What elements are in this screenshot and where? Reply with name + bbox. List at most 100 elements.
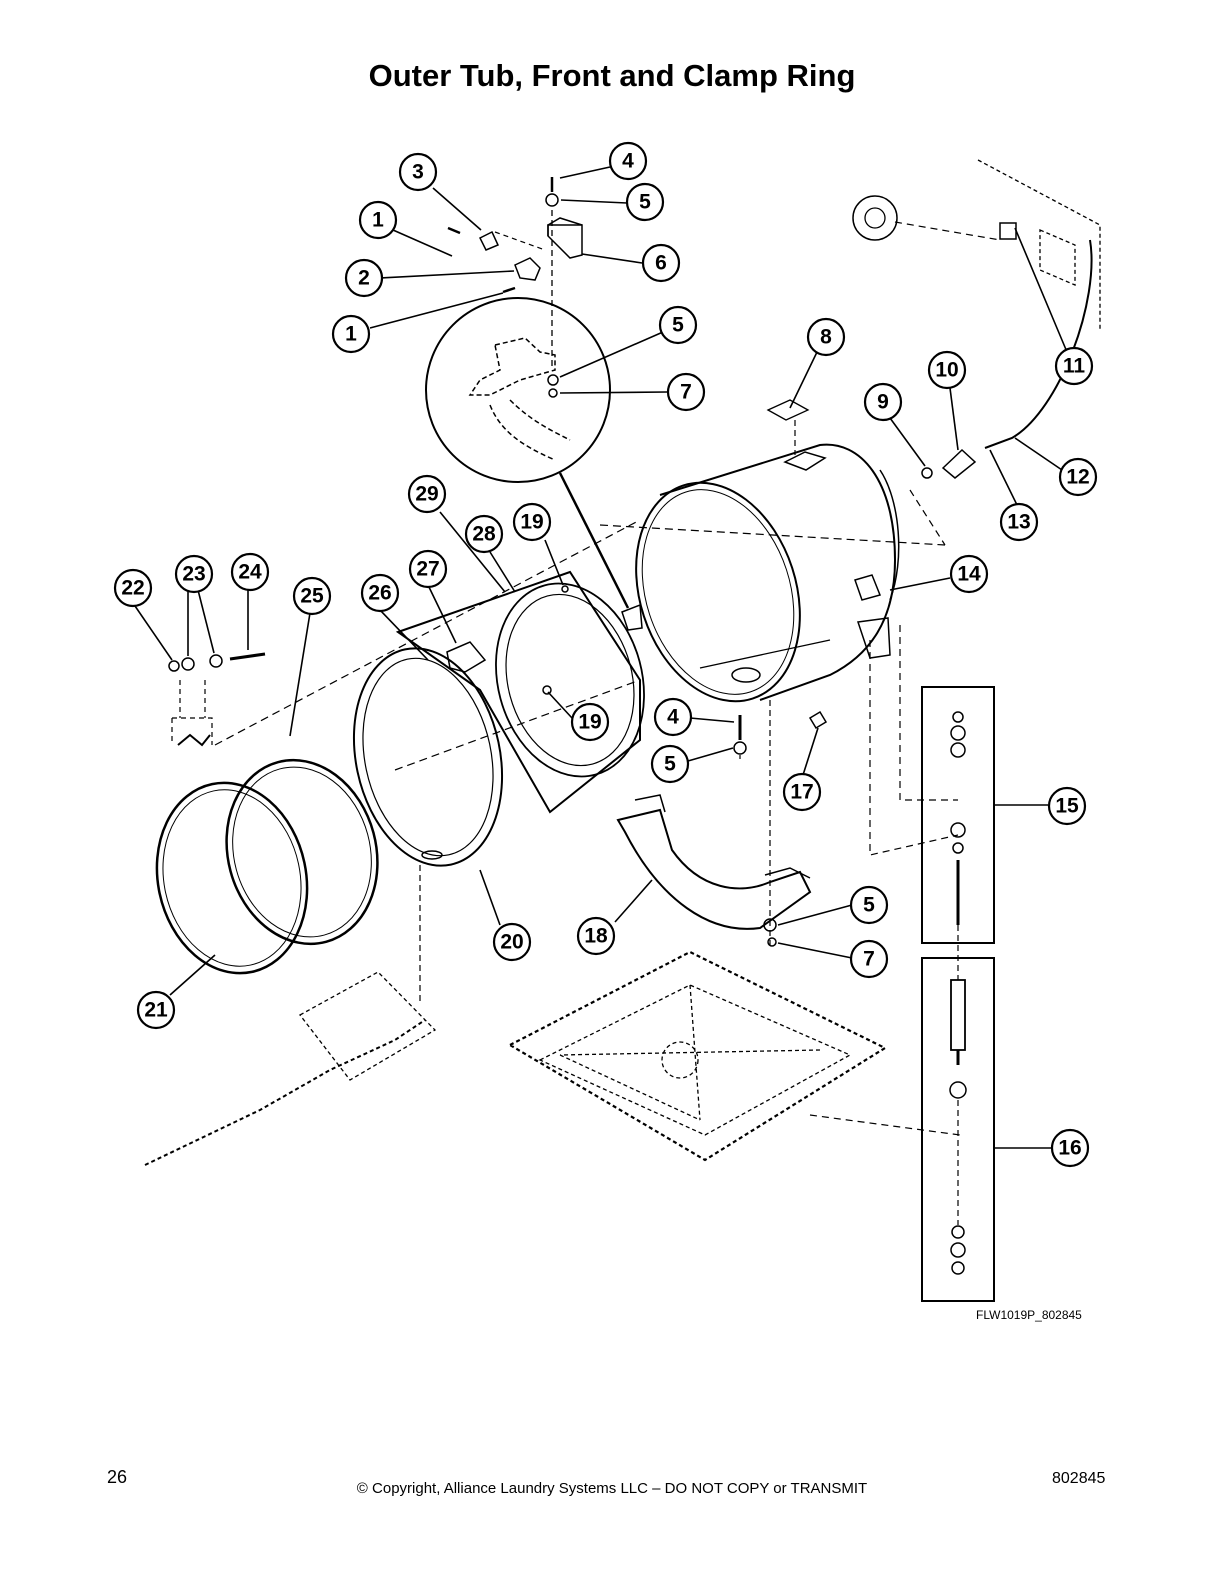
- callout-label: 28: [472, 523, 496, 546]
- kit-box-16: [921, 957, 995, 1302]
- callout-label: 4: [622, 150, 634, 173]
- callout-label: 27: [416, 558, 439, 581]
- callout-label: 19: [578, 711, 601, 734]
- callout-label: 5: [863, 894, 875, 917]
- part-drawings: [134, 159, 1101, 1302]
- figure-id: FLW1019P_802845: [976, 1308, 1082, 1322]
- callout-label: 21: [144, 999, 168, 1022]
- callout-label: 13: [1007, 511, 1030, 534]
- callout-label: 20: [500, 931, 523, 954]
- callout-circle: [608, 141, 648, 181]
- callout-circle: [398, 152, 438, 192]
- bracket-27: [446, 641, 487, 673]
- callout-bubbles: [113, 141, 1098, 1168]
- callout-label: 5: [672, 314, 684, 337]
- callout-label: 3: [412, 161, 424, 184]
- callout-label: 1: [372, 209, 384, 232]
- callout-circle: [360, 573, 400, 613]
- clamp-ring-21: [155, 781, 309, 975]
- front-ring-20: [352, 647, 504, 867]
- callout-circle: [492, 922, 532, 962]
- callout-circle: [570, 702, 610, 742]
- callout-circle: [863, 382, 903, 422]
- callout-circle: [782, 772, 822, 812]
- callout-label: 18: [584, 925, 608, 948]
- tub-gasket-25: [225, 758, 379, 946]
- page-number: 26: [107, 1467, 128, 1487]
- callout-circle: [408, 549, 448, 589]
- pump-gear: [852, 195, 898, 241]
- callout-circle: [650, 744, 690, 784]
- front-panel-ring-28: [495, 582, 645, 778]
- callout-label: 8: [820, 326, 832, 349]
- callout-circle: [230, 552, 270, 592]
- callout-circle: [1050, 1128, 1090, 1168]
- callout-circle: [949, 554, 989, 594]
- label-8: [766, 399, 810, 421]
- callout-circle: [292, 576, 332, 616]
- callout-label: 6: [655, 252, 667, 275]
- callout-label: 12: [1066, 466, 1089, 489]
- callout-circle: [625, 182, 665, 222]
- callout-label: 19: [520, 511, 543, 534]
- callout-circle: [407, 474, 447, 514]
- callout-label: 5: [639, 191, 651, 214]
- callout-circle: [849, 885, 889, 925]
- callout-label: 25: [300, 585, 324, 608]
- callout-label: 23: [182, 563, 205, 586]
- callout-label: 22: [121, 577, 144, 600]
- callout-circle: [666, 372, 706, 412]
- callout-circle: [653, 697, 693, 737]
- fitting-10: [941, 448, 977, 479]
- tub-cradle-18: [616, 808, 812, 930]
- callout-label: 26: [368, 582, 391, 605]
- callout-circle: [658, 305, 698, 345]
- callout-label: 1: [345, 323, 357, 346]
- detail-leader-line: [558, 472, 630, 609]
- callout-label: 29: [415, 483, 438, 506]
- copyright-notice: © Copyright, Alliance Laundry Systems LL…: [356, 1480, 868, 1497]
- callout-circle: [576, 916, 616, 956]
- callout-label: 2: [358, 267, 370, 290]
- callout-label: 9: [877, 391, 889, 414]
- callout-circle: [1058, 457, 1098, 497]
- bracket-2: [514, 257, 541, 281]
- callout-circle: [927, 350, 967, 390]
- page-title: Outer Tub, Front and Clamp Ring: [368, 58, 856, 93]
- callout-label: 16: [1058, 1137, 1081, 1160]
- base-frame: [507, 950, 888, 1162]
- callout-circle: [512, 502, 552, 542]
- callout-circle: [136, 990, 176, 1030]
- callout-label: 7: [863, 948, 875, 971]
- detail-magnifier-circle: [425, 297, 611, 483]
- callout-label: 10: [935, 359, 958, 382]
- callout-labels: 3 1 2 4 5 6 1 5 7 8 9 10 11 12 13 14 29 …: [121, 150, 1089, 1160]
- callout-label: 17: [790, 781, 813, 804]
- callout-label: 14: [957, 563, 981, 586]
- callout-label: 11: [1063, 355, 1086, 378]
- callout-circle: [849, 939, 889, 979]
- callout-circle: [641, 243, 681, 283]
- screw-24: [229, 652, 266, 661]
- bracket-6: [547, 224, 583, 259]
- callout-circle: [358, 200, 398, 240]
- callout-circle: [113, 568, 153, 608]
- callout-circle: [344, 258, 384, 298]
- clip-3: [478, 230, 500, 251]
- callout-label: 4: [667, 706, 679, 729]
- front-panel-frame: [395, 570, 641, 814]
- callout-circle: [806, 317, 846, 357]
- outer-tub-front-opening: [635, 481, 801, 703]
- shock-absorber: [950, 979, 966, 1051]
- callout-circle: [1054, 346, 1094, 386]
- callout-leaders: [134, 166, 1068, 1149]
- wire-harness: [144, 1019, 426, 1166]
- callout-circle: [174, 554, 214, 594]
- detail-bracket-sketch: [468, 337, 556, 396]
- kit-box-15: [921, 686, 995, 944]
- callout-label: 5: [664, 753, 676, 776]
- callout-circle: [999, 502, 1039, 542]
- outer-tub-body: [659, 443, 897, 701]
- callout-label: 24: [238, 561, 262, 584]
